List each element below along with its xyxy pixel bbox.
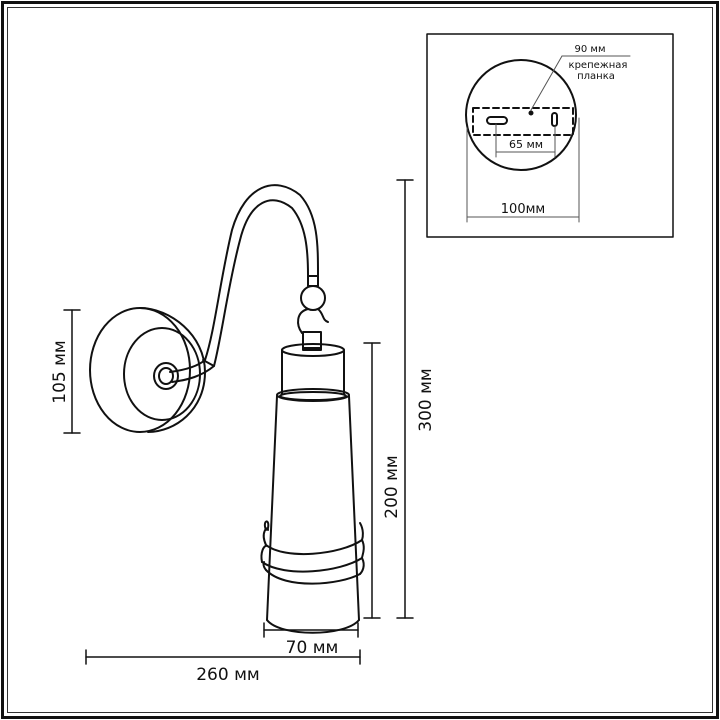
plate-label-line2: планка	[577, 71, 615, 82]
plate-label-line1: крепежная	[569, 60, 628, 71]
plate-width-label: 90 мм	[575, 44, 606, 55]
shade-height-label: 200 мм	[382, 455, 402, 519]
base-diameter-label: 100мм	[501, 202, 545, 217]
mounting-inset	[426, 33, 674, 238]
ball-joint	[297, 275, 329, 351]
dimension-lines	[63, 179, 414, 665]
total-depth-label: 260 мм	[196, 665, 260, 685]
base-height-label: 105 мм	[50, 340, 70, 404]
total-height-label: 300 мм	[416, 368, 436, 432]
shade-width-label: 70 мм	[286, 638, 339, 658]
wall-base	[89, 307, 206, 433]
lamp-cap	[276, 343, 350, 402]
hole-spacing-label: 65 мм	[509, 138, 543, 151]
lamp-shade	[260, 395, 365, 634]
inner-frame	[7, 7, 713, 713]
curved-arm	[169, 184, 319, 383]
